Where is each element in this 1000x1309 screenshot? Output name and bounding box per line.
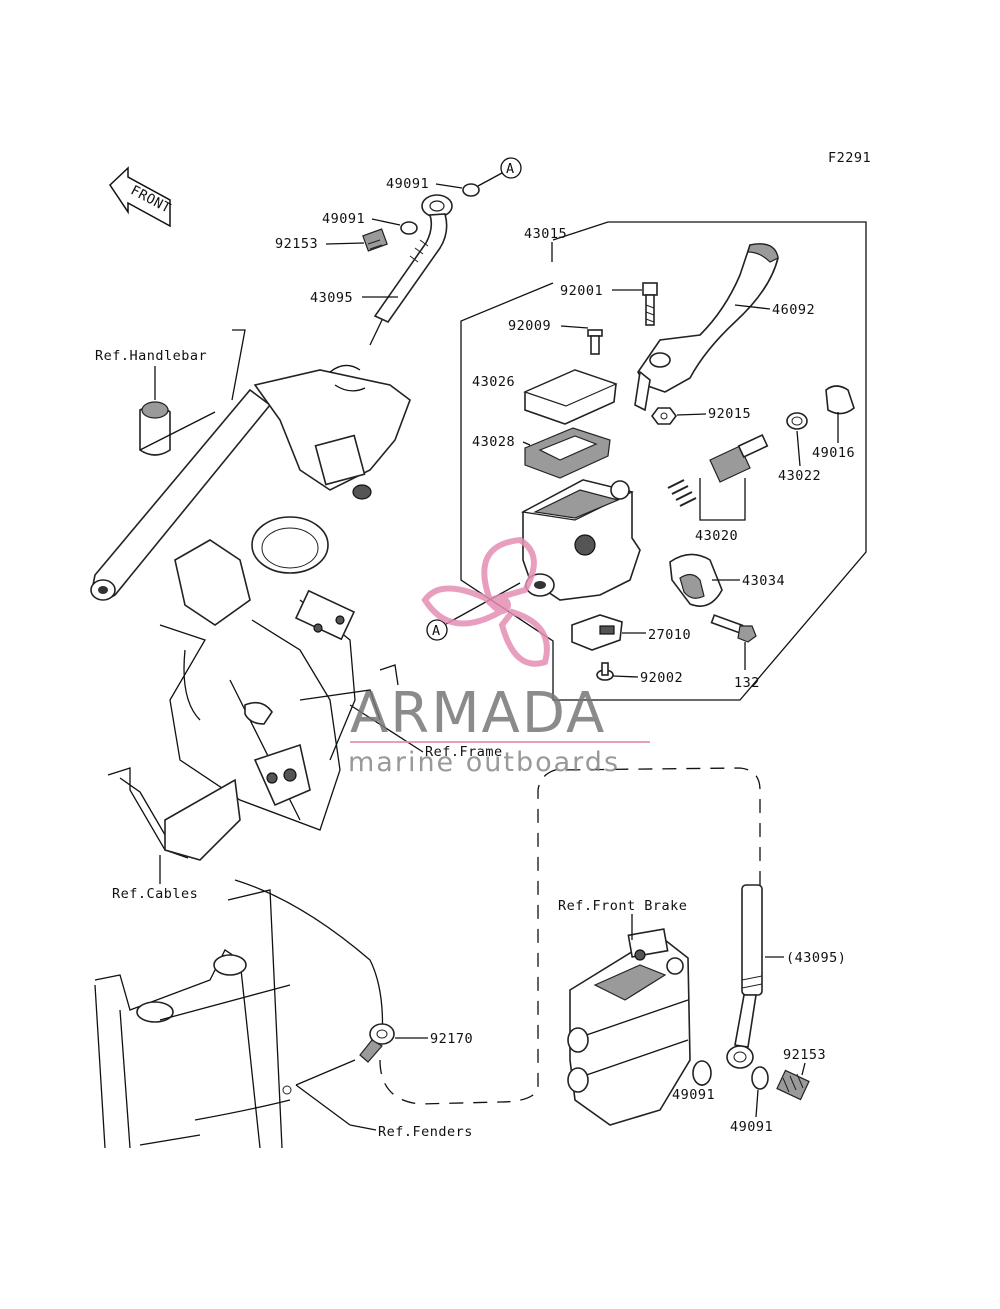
label-49091-top: 49091	[386, 176, 429, 192]
diagram-code: F2291	[828, 150, 871, 166]
label-49016: 49016	[812, 445, 855, 461]
ref-handlebar: Ref.Handlebar	[95, 348, 207, 364]
armada-watermark: ARMADA marine outboards	[348, 536, 650, 778]
front-brake-caliper	[567, 928, 691, 1126]
label-49091-bottom-right: 49091	[730, 1119, 773, 1135]
label-132: 132	[734, 675, 760, 691]
label-92153-bottom: 92153	[783, 1047, 826, 1063]
ref-frame: Ref.Frame	[425, 744, 503, 760]
screw-92002	[596, 662, 614, 681]
washer-49091-top	[462, 183, 480, 197]
screw-92009	[587, 329, 603, 355]
label-92009: 92009	[508, 318, 551, 334]
brake-lever-46092	[634, 243, 779, 412]
label-49091-bottom-left: 49091	[672, 1087, 715, 1103]
brake-switch-27010	[571, 614, 623, 651]
label-43095-bottom: (43095)	[786, 950, 846, 966]
svg-text:A: A	[432, 623, 441, 639]
label-43034: 43034	[742, 573, 785, 589]
label-43015: 43015	[524, 226, 567, 242]
label-92001: 92001	[560, 283, 603, 299]
label-43026: 43026	[472, 374, 515, 390]
washer-49091-bottom-right	[751, 1066, 769, 1090]
master-cylinder-group-frame	[460, 221, 867, 701]
ref-front-brake: Ref.Front Brake	[558, 898, 687, 914]
circlip-43022	[786, 412, 808, 430]
banjo-bolt-92153-bottom	[776, 1069, 810, 1101]
brake-hose-upper	[369, 194, 453, 346]
callout-a-bottom: A	[426, 582, 521, 641]
washer-49091-mid	[400, 221, 418, 235]
hose-fitting-92170	[359, 1023, 395, 1063]
label-43022: 43022	[778, 468, 821, 484]
label-49091-mid: 49091	[322, 211, 365, 227]
ref-fenders: Ref.Fenders	[378, 1124, 473, 1140]
piston-assembly-43020	[667, 434, 769, 507]
reservoir-cap-43026	[523, 369, 618, 425]
master-cylinder-body	[520, 479, 641, 601]
watermark-tagline: marine outboards	[348, 747, 620, 778]
watermark-brand: ARMADA	[350, 681, 606, 746]
label-27010: 27010	[648, 627, 691, 643]
svg-text:A: A	[506, 161, 515, 177]
hose-routing-dashed	[379, 767, 761, 1105]
bolt-132	[710, 614, 757, 643]
label-43020: 43020	[695, 528, 738, 544]
banjo-bolt-92153-top	[362, 228, 388, 252]
diaphragm-43028	[524, 427, 611, 479]
ref-cables: Ref.Cables	[112, 886, 198, 902]
callout-a-top: A	[477, 157, 522, 187]
label-92153-top: 92153	[275, 236, 318, 252]
propeller-logo-icon	[421, 536, 550, 667]
nut-92015	[651, 407, 677, 425]
label-92170: 92170	[430, 1031, 473, 1047]
clamp-43034	[669, 553, 723, 607]
label-46092: 46092	[772, 302, 815, 318]
dust-boot-49016	[825, 385, 855, 415]
label-92002: 92002	[640, 670, 683, 686]
pivot-bolt-92001	[642, 282, 658, 326]
handlebar-and-frame-linework	[90, 329, 411, 861]
fender-linework	[94, 879, 384, 1149]
label-43095-top: 43095	[310, 290, 353, 306]
brake-hose-lower	[726, 884, 763, 1069]
washer-49091-bottom-left	[692, 1060, 712, 1086]
label-43028: 43028	[472, 434, 515, 450]
label-92015: 92015	[708, 406, 751, 422]
front-arrow-icon: FRONT	[109, 166, 173, 228]
